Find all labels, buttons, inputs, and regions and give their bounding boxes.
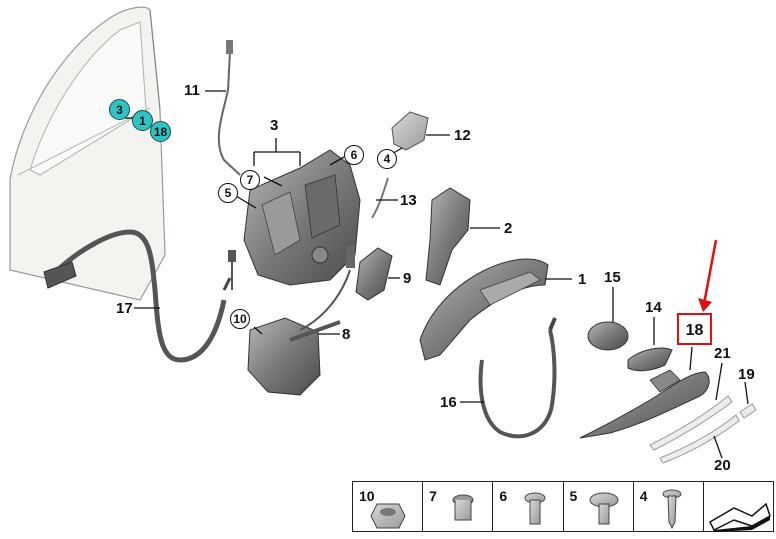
callout-2: 2	[504, 220, 513, 237]
legend-cell-7: 7	[423, 482, 494, 531]
callout-circle-5: 5	[218, 183, 238, 203]
fastener-legend: 10 7 6 5 4	[352, 481, 774, 532]
bowden-cable-16	[478, 329, 557, 439]
screw-icon	[662, 489, 682, 530]
legend-cell-4: 4	[634, 482, 704, 531]
callout-11: 11	[184, 82, 200, 99]
striker-12	[391, 111, 429, 151]
callout-circle-6: 6	[344, 145, 364, 165]
callout-3: 3	[270, 117, 279, 134]
screw-icon	[589, 492, 619, 525]
door-outline	[9, 6, 166, 301]
bushing-icon	[452, 494, 474, 521]
callout-9: 9	[403, 270, 412, 287]
trim-20	[659, 414, 740, 464]
highlight-label: 18	[685, 322, 704, 339]
callout-14: 14	[645, 299, 662, 316]
rod-13	[371, 177, 389, 219]
callout-13: 13	[400, 192, 417, 209]
callout-17: 17	[116, 300, 133, 317]
legend-cell-5: 5	[564, 482, 634, 531]
bowden-cable-17	[58, 229, 227, 363]
legend-cell-10: 10	[353, 482, 424, 531]
leader-lines	[116, 90, 749, 459]
legend-number: 7	[429, 488, 437, 504]
cap-14	[627, 347, 673, 372]
bracket-9	[355, 247, 393, 301]
legend-number: 4	[639, 488, 648, 504]
legend-cell-arrow	[704, 482, 773, 532]
callout-circle-4: 4	[377, 149, 397, 169]
actuator-8	[247, 246, 355, 396]
screw-icon	[524, 492, 546, 525]
callout-19: 19	[738, 366, 755, 383]
door-marker-18[interactable]: 18	[150, 121, 171, 142]
bracket-2	[425, 187, 471, 286]
callout-circle-7: 7	[240, 170, 260, 190]
legend-number: 6	[499, 488, 508, 504]
trim-21	[649, 395, 733, 451]
callout-1: 1	[578, 271, 587, 288]
door-marker-3[interactable]: 3	[109, 99, 130, 120]
callout-21: 21	[714, 345, 731, 362]
rod-11	[217, 51, 241, 176]
legend-number: 10	[359, 488, 375, 504]
highlight-box-18[interactable]: 18	[677, 313, 712, 345]
door-marker-1[interactable]: 1	[132, 110, 153, 131]
door-lock-3	[243, 149, 361, 286]
legend-number: 5	[569, 488, 578, 504]
callout-12: 12	[454, 127, 471, 144]
callout-16: 16	[440, 394, 457, 411]
red-arrow	[702, 239, 718, 305]
placement-arrow-icon	[708, 502, 771, 532]
nut-icon	[370, 503, 406, 529]
cap-15	[587, 321, 629, 351]
callout-15: 15	[604, 269, 621, 286]
legend-cell-6: 6	[493, 482, 564, 531]
callout-20: 20	[714, 457, 731, 474]
callout-8: 8	[342, 326, 351, 343]
trim-19	[739, 403, 757, 419]
outer-handle-18	[579, 371, 710, 439]
callout-circle-10: 10	[230, 309, 250, 329]
